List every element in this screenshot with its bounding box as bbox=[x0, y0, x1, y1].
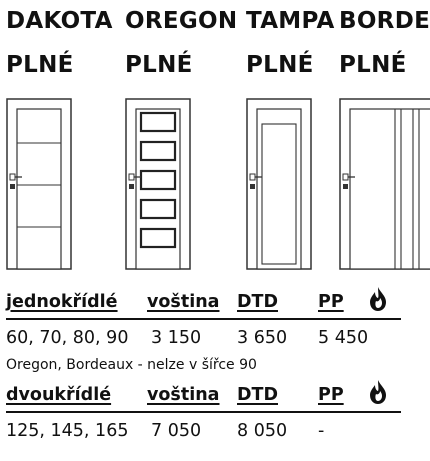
fire-icon bbox=[370, 380, 386, 404]
door-handle-icon bbox=[128, 173, 141, 189]
borde-door-illustration bbox=[339, 98, 430, 270]
product-subtitle-borde: PLNÉ bbox=[339, 52, 407, 78]
product-name-borde: BORDE bbox=[339, 8, 430, 34]
header-double-leaf: dvoukřídlé bbox=[6, 385, 112, 405]
door-handle-icon bbox=[249, 173, 262, 189]
double-price-dtd: 8 050 bbox=[237, 421, 288, 441]
single-price-honeycomb: 3 150 bbox=[151, 328, 202, 348]
single-price-dtd: 3 650 bbox=[237, 328, 288, 348]
product-name-oregon: OREGON bbox=[125, 8, 238, 34]
tampa-door-illustration bbox=[246, 98, 312, 270]
table-rule bbox=[6, 411, 401, 413]
door-handle-icon bbox=[9, 173, 22, 189]
header-honeycomb-double: voština bbox=[147, 385, 220, 405]
product-subtitle-oregon: PLNÉ bbox=[125, 52, 193, 78]
header-single-leaf: jednokřídlé bbox=[6, 292, 118, 312]
double-price-honeycomb: 7 050 bbox=[151, 421, 202, 441]
product-name-tampa: TAMPA bbox=[246, 8, 335, 34]
double-widths: 125, 145, 165 bbox=[6, 421, 129, 441]
product-subtitle-tampa: PLNÉ bbox=[246, 52, 314, 78]
header-honeycomb: voština bbox=[147, 292, 220, 312]
header-dtd: DTD bbox=[237, 292, 278, 312]
product-name-dakota: DAKOTA bbox=[6, 8, 113, 34]
header-pp: PP bbox=[318, 292, 344, 312]
oregon-door-illustration bbox=[125, 98, 191, 270]
fire-icon bbox=[370, 287, 386, 311]
width-restriction-note: Oregon, Bordeaux - nelze v šířce 90 bbox=[6, 357, 257, 373]
product-subtitle-dakota: PLNÉ bbox=[6, 52, 74, 78]
header-pp-double: PP bbox=[318, 385, 344, 405]
single-widths: 60, 70, 80, 90 bbox=[6, 328, 129, 348]
door-handle-icon bbox=[342, 173, 355, 189]
double-price-pp: - bbox=[318, 421, 325, 441]
dakota-door-illustration bbox=[6, 98, 72, 270]
header-dtd-double: DTD bbox=[237, 385, 278, 405]
single-price-pp: 5 450 bbox=[318, 328, 369, 348]
table-rule bbox=[6, 318, 401, 320]
